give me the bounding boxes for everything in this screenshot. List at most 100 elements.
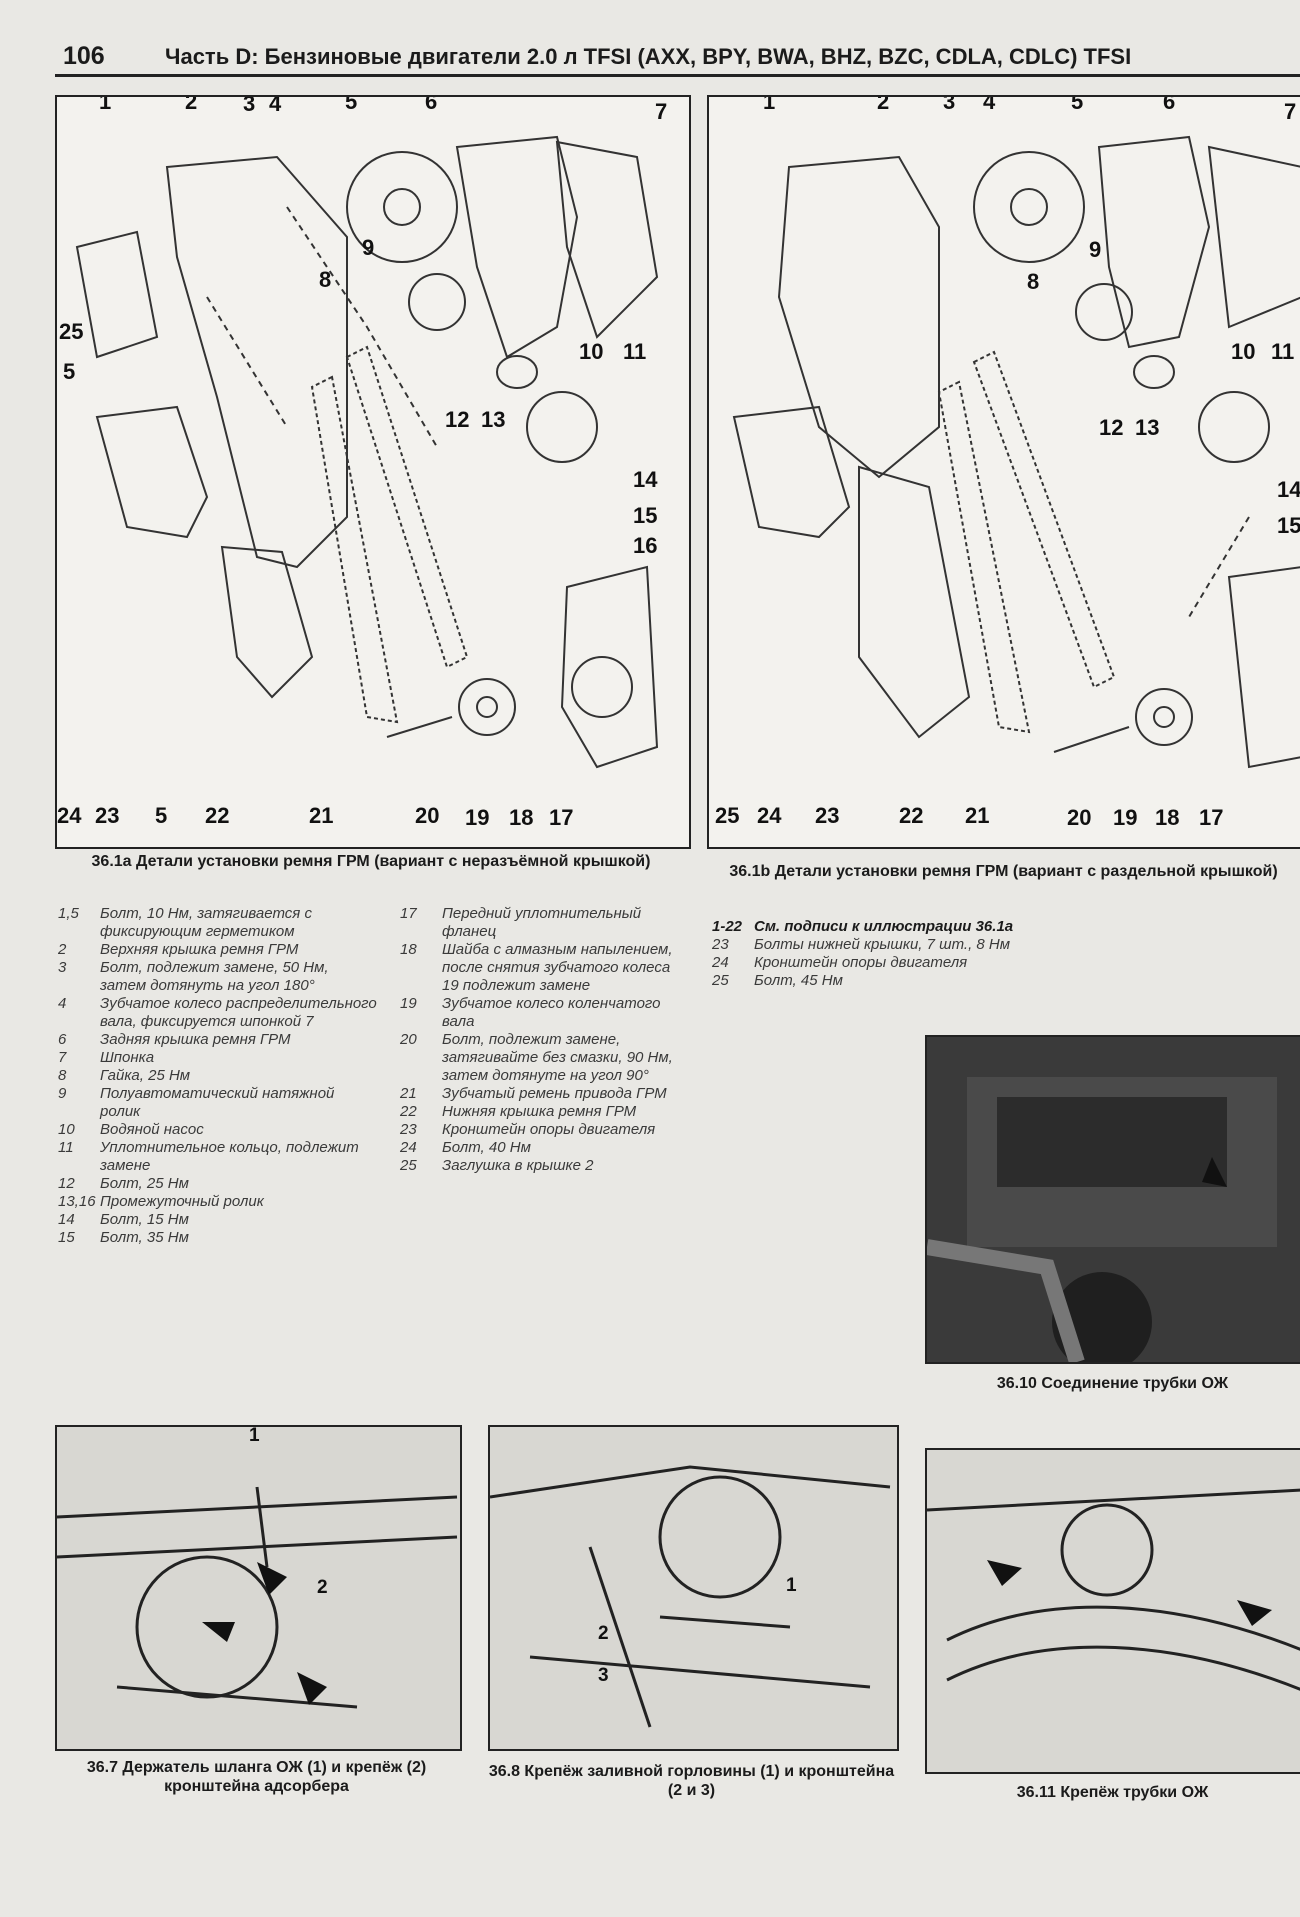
callout: 20	[415, 803, 440, 828]
legend-item-text: Болт, 15 Нм	[100, 1211, 189, 1228]
legend-item-text: Зубчатый ремень привода ГРМ	[442, 1085, 667, 1102]
callout: 9	[362, 235, 375, 260]
photo-36-7-caption: 36.7 Держатель шланга ОЖ (1) и крепёж (2…	[86, 1759, 427, 1795]
legend-item: 9 Полуавтоматический натяжной ролик	[58, 1085, 378, 1121]
legend-item-text: Заглушка в крышке 2	[442, 1157, 594, 1174]
callout: 19	[465, 805, 490, 830]
callout: 10	[1231, 339, 1256, 364]
legend-item-text: См. подписи к иллюстрации 36.1а	[754, 918, 1014, 935]
legend-item-text: Шайба с алмазным напылением, после сняти…	[442, 941, 673, 994]
legend-item-number: 24	[400, 1139, 417, 1156]
figure-36-1b-caption: 36.1b Детали установки ремня ГРМ (вариан…	[729, 863, 1278, 880]
legend-item: 25 Заглушка в крышке 2	[400, 1157, 690, 1175]
legend-item-number: 23	[400, 1121, 417, 1138]
callout: 15	[1277, 513, 1300, 538]
callout: 14	[1277, 477, 1300, 502]
callout: 8	[319, 267, 332, 292]
callout: 18	[509, 805, 534, 830]
legend-item-number: 11	[58, 1139, 74, 1156]
callout: 23	[815, 803, 840, 828]
photo-36-10-caption: 36.10 Соединение трубки ОЖ	[996, 1375, 1229, 1392]
legend-item: 23 Болты нижней крышки, 7 шт., 8 Нм	[712, 936, 1182, 954]
callout: 1	[99, 95, 112, 114]
legend-item-number: 15	[58, 1229, 75, 1246]
callout: 25	[715, 803, 740, 828]
legend-item: 1-22 См. подписи к иллюстрации 36.1а	[712, 918, 1182, 936]
legend-item-number: 13,16	[58, 1193, 96, 1210]
legend-item-number: 23	[712, 936, 729, 953]
callout: 11	[623, 339, 647, 364]
legend-item-text: Болты нижней крышки, 7 шт., 8 Нм	[754, 936, 1011, 953]
legend-item-text: Кронштейн опоры двигателя	[754, 954, 968, 971]
callout: 1	[249, 1425, 260, 1446]
callout: 13	[1135, 415, 1160, 440]
callout: 11	[1271, 339, 1295, 364]
callout: 16	[633, 533, 658, 558]
legend-item-text: Уплотнительное кольцо, подлежит замене	[100, 1139, 359, 1174]
legend-item-number: 3	[58, 959, 67, 976]
callout: 3	[943, 95, 956, 114]
legend-item-text: Шпонка	[100, 1049, 155, 1066]
photo-36-11-caption: 36.11 Крепёж трубки ОЖ	[1016, 1784, 1209, 1801]
callout: 2	[185, 95, 198, 114]
callout: 22	[205, 803, 230, 828]
callout: 20	[1067, 805, 1092, 830]
legend-item-number: 22	[400, 1103, 417, 1120]
callout: 12	[445, 407, 470, 432]
legend-item-text: Промежуточный ролик	[100, 1193, 264, 1210]
callout: 8	[1027, 269, 1040, 294]
legend-item-number: 14	[58, 1211, 75, 1228]
legend-item-number: 1,5	[58, 905, 79, 922]
legend-item-number: 18	[400, 941, 417, 958]
callout: 9	[1089, 237, 1102, 262]
figure-36-1b: 1 2 3 4 5 6 7 8 9 10 11 12 13 14 15 25 2…	[707, 95, 1300, 849]
legend-item-text: Задняя крышка ремня ГРМ	[100, 1031, 291, 1048]
legend-item-number: 7	[58, 1049, 67, 1066]
legend-item-text: Зубчатое колесо распределительного вала,…	[100, 995, 377, 1030]
callout: 2	[598, 1623, 609, 1644]
callout: 3	[243, 95, 256, 116]
filler-neck-photo	[490, 1465, 891, 1728]
photo-36-10	[925, 1035, 1300, 1364]
legend-item-number: 25	[400, 1157, 417, 1174]
legend-a-column-2: 17 Передний уплотнительный фланец 18 Шайба …	[400, 905, 690, 1175]
callout: 22	[899, 803, 924, 828]
callout: 24	[57, 803, 82, 828]
callout: 2	[877, 95, 890, 114]
callout: 7	[655, 99, 668, 124]
callout: 19	[1113, 805, 1138, 830]
legend-item-text: Полуавтоматический натяжной ролик	[100, 1085, 335, 1120]
legend-item-text: Кронштейн опоры двигателя	[442, 1121, 656, 1138]
legend-b: 1-22 См. подписи к иллюстрации 36.1а 23 Бол…	[712, 918, 1182, 990]
photo-36-8-caption: 36.8 Крепёж заливной горловины (1) и кро…	[488, 1763, 895, 1799]
callout: 12	[1099, 415, 1124, 440]
callout: 7	[1284, 99, 1297, 124]
legend-item-number: 9	[58, 1085, 67, 1102]
legend-item-number: 1-22	[712, 918, 743, 935]
legend-item-number: 12	[58, 1175, 75, 1192]
callout: 5	[155, 803, 168, 828]
callout: 1	[786, 1575, 797, 1596]
legend-item-number: 19	[400, 995, 417, 1012]
callout: 6	[425, 95, 438, 114]
legend-item-number: 17	[400, 905, 417, 922]
legend-item: 7 Шпонка	[58, 1049, 378, 1067]
legend-item-text: Верхняя крышка ремня ГРМ	[100, 941, 299, 958]
callout: 5	[1071, 95, 1084, 114]
callout: 5	[345, 95, 358, 114]
legend-item-number: 10	[58, 1121, 75, 1138]
callout: 21	[309, 803, 334, 828]
legend-item: 17 Передний уплотнительный фланец	[400, 905, 690, 941]
legend-item-text: Передний уплотнительный фланец	[442, 905, 642, 940]
legend-item-number: 8	[58, 1067, 67, 1084]
